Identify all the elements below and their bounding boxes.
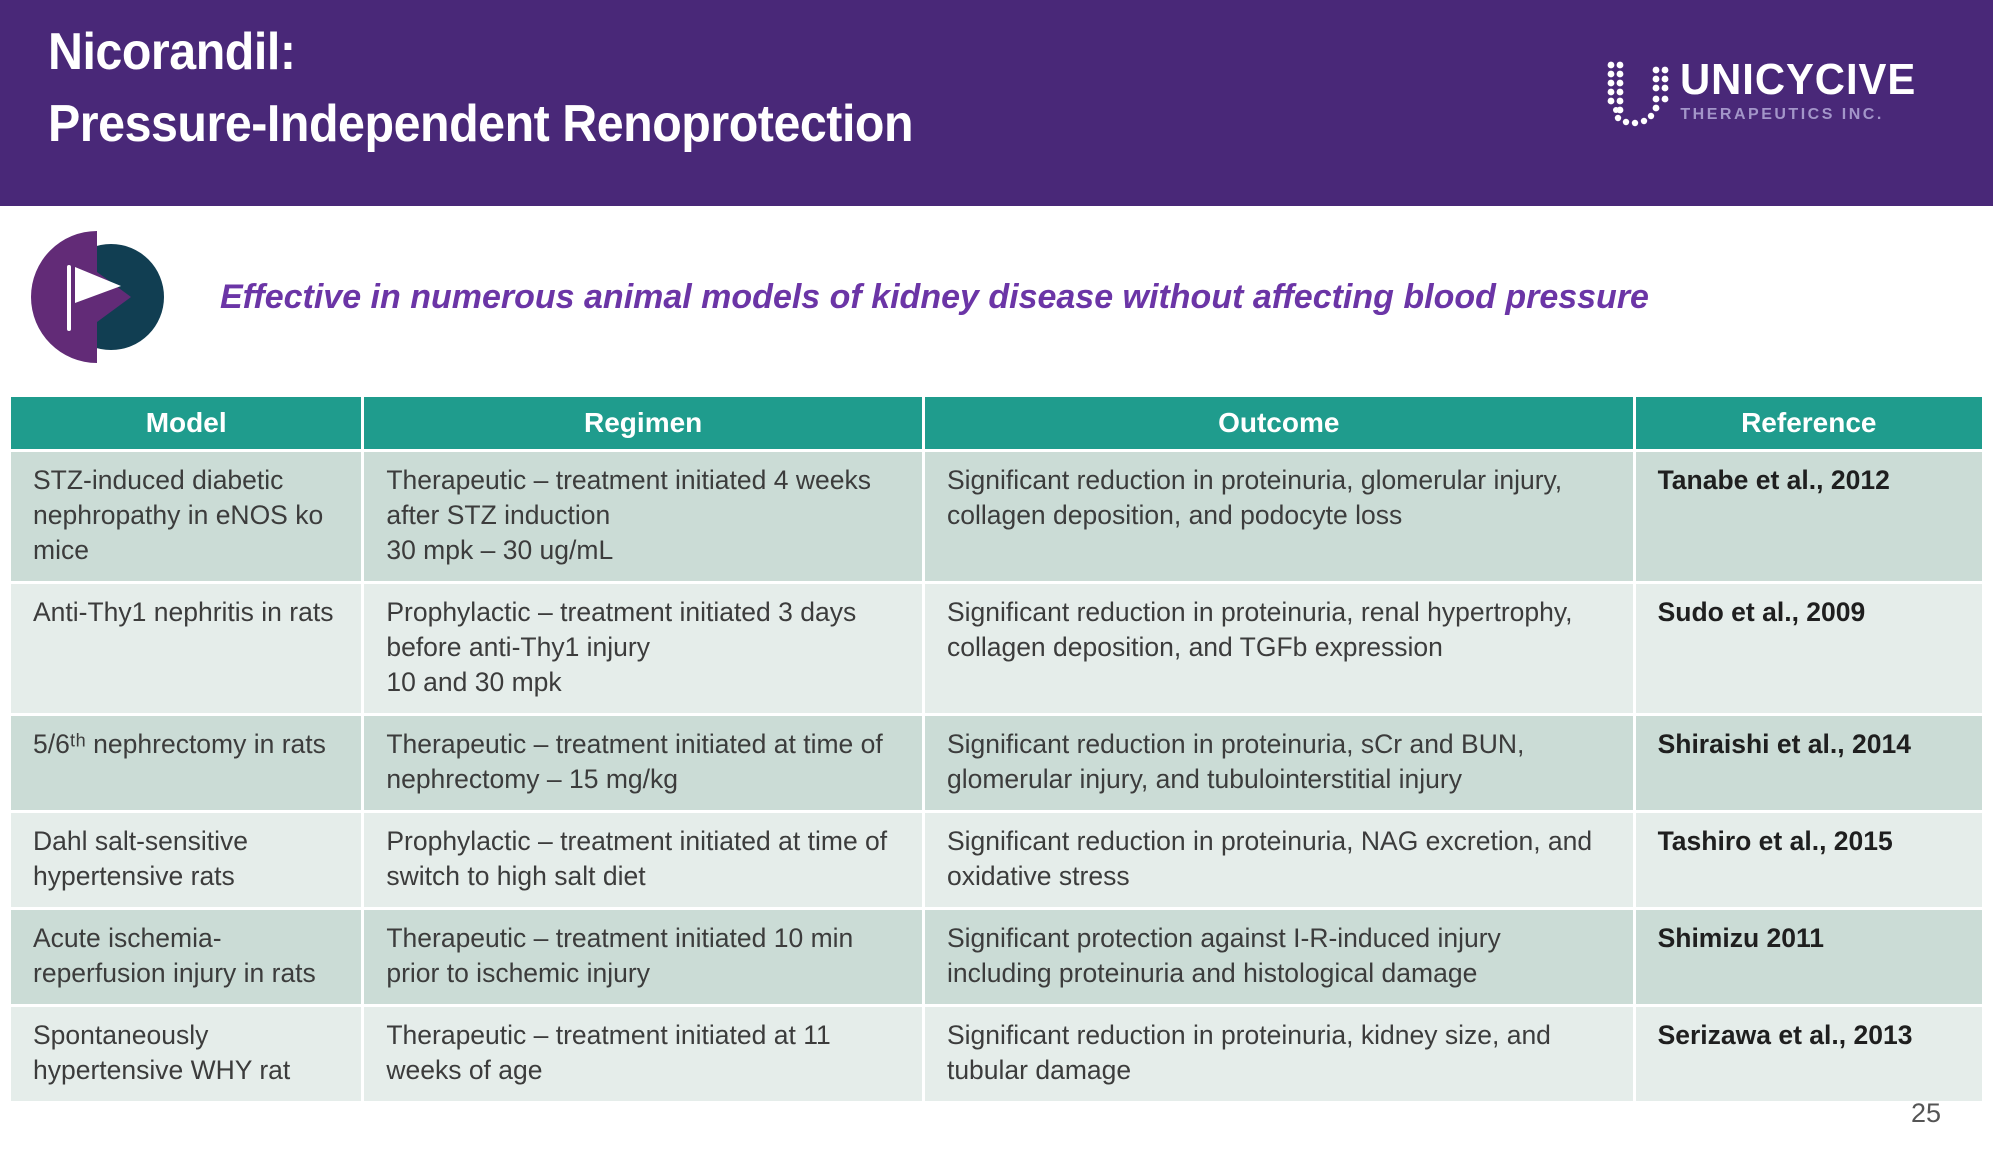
model-cell: Spontaneously hypertensive WHY rat — [7, 1003, 365, 1104]
table-row: Anti-Thy1 nephritis in rats Prophylactic … — [7, 580, 1986, 716]
reference-cell: Serizawa et al., 2013 — [1632, 1003, 1986, 1104]
table-row: STZ-induced diabetic nephropathy in eNOS… — [7, 449, 1986, 584]
table-row: Acute ischemia-reperfusion injury in rat… — [7, 906, 1986, 1007]
regimen-line: Prophylactic – treatment initiated at ti… — [386, 825, 888, 891]
flag-icon — [30, 230, 164, 364]
column-header-regimen: Regimen — [361, 394, 925, 452]
regimen-cell: Therapeutic – treatment initiated at tim… — [361, 712, 925, 813]
title-line-2: Pressure-Independent Renoprotection — [48, 95, 914, 153]
reference-cell: Shiraishi et al., 2014 — [1632, 712, 1986, 813]
reference-cell: Sudo et al., 2009 — [1632, 580, 1986, 716]
regimen-line: Prophylactic – treatment initiated 3 day… — [386, 596, 857, 662]
table-row: Spontaneously hypertensive WHY rat Therap… — [7, 1003, 1986, 1104]
regimen-line: 10 and 30 mpk — [386, 666, 562, 697]
logo-company-name: UNICYCIVE — [1680, 55, 1917, 104]
header-bar: Nicorandil: Pressure-Independent Renopro… — [0, 0, 1993, 206]
reference-cell: Tanabe et al., 2012 — [1632, 449, 1986, 584]
outcome-cell: Significant reduction in proteinuria, NA… — [921, 809, 1636, 910]
outcome-cell: Significant reduction in proteinuria, ki… — [921, 1003, 1636, 1104]
page-title: Nicorandil: Pressure-Independent Renopro… — [0, 0, 1993, 160]
key-message-callout: Effective in numerous animal models of k… — [30, 228, 1993, 366]
model-cell: 5/6ᵗʰ nephrectomy in rats — [7, 712, 365, 813]
title-line-1: Nicorandil: — [48, 23, 296, 81]
regimen-line: Therapeutic – treatment initiated 10 min… — [386, 922, 854, 988]
model-cell: Acute ischemia-reperfusion injury in rat… — [7, 906, 365, 1007]
regimen-line: Therapeutic – treatment initiated 4 week… — [386, 465, 871, 530]
logo-u-icon — [1604, 58, 1672, 133]
regimen-line: Therapeutic – treatment initiated at tim… — [386, 728, 883, 794]
model-cell: Dahl salt-sensitive hypertensive rats — [7, 809, 365, 910]
regimen-cell: Therapeutic – treatment initiated 4 week… — [361, 449, 925, 584]
regimen-cell: Therapeutic – treatment initiated 10 min… — [361, 906, 925, 1007]
regimen-line: Therapeutic – treatment initiated at 11 … — [386, 1019, 831, 1085]
table-body: STZ-induced diabetic nephropathy in eNOS… — [7, 449, 1986, 1104]
regimen-line: 30 mpk – 30 ug/mL — [386, 534, 614, 565]
regimen-cell: Prophylactic – treatment initiated 3 day… — [361, 580, 925, 716]
column-header-model: Model — [7, 394, 365, 452]
company-logo: UNICYCIVE THERAPEUTICS INC. — [1604, 56, 1929, 133]
column-header-outcome: Outcome — [921, 394, 1636, 452]
table-row: Dahl salt-sensitive hypertensive rats Pro… — [7, 809, 1986, 910]
page-number: 25 — [1910, 1098, 1941, 1128]
outcome-cell: Significant reduction in proteinuria, re… — [921, 580, 1636, 716]
logo-company-subname: THERAPEUTICS INC. — [1680, 106, 1884, 123]
outcome-cell: Significant protection against I-R-induc… — [921, 906, 1636, 1007]
table-row: 5/6ᵗʰ nephrectomy in rats Therapeutic – t… — [7, 712, 1986, 813]
reference-cell: Tashiro et al., 2015 — [1632, 809, 1986, 910]
model-cell: Anti-Thy1 nephritis in rats — [7, 580, 365, 716]
model-cell: STZ-induced diabetic nephropathy in eNOS… — [7, 449, 365, 584]
reference-cell: Shimizu 2011 — [1632, 906, 1986, 1007]
column-header-reference: Reference — [1632, 394, 1986, 452]
logo-text: UNICYCIVE THERAPEUTICS INC. — [1680, 56, 1929, 124]
outcome-cell: Significant reduction in proteinuria, sC… — [921, 712, 1636, 813]
regimen-cell: Therapeutic – treatment initiated at 11 … — [361, 1003, 925, 1104]
regimen-cell: Prophylactic – treatment initiated at ti… — [361, 809, 925, 910]
outcome-cell: Significant reduction in proteinuria, gl… — [921, 449, 1636, 584]
key-message-text: Effective in numerous animal models of k… — [220, 277, 1649, 316]
